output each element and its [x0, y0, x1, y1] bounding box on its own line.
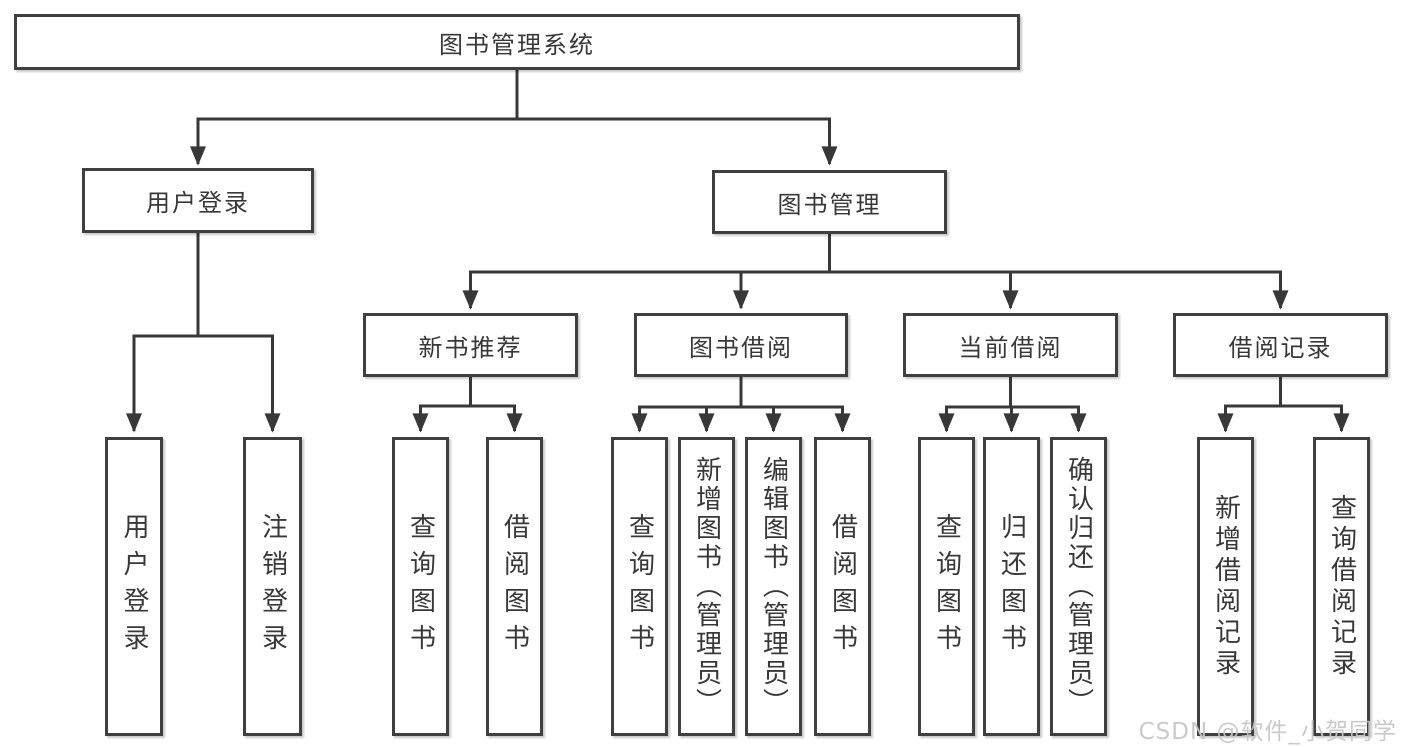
leaf-user-login: 用户登录	[105, 437, 163, 736]
node-user-login: 用户登录	[82, 168, 314, 233]
leaf-return-books: 归还图书	[983, 437, 1040, 736]
leaf-add-book-admin-label: 新增图书（管理员）	[691, 456, 722, 717]
node-new-book-recommend: 新书推荐	[363, 313, 578, 377]
leaf-borrow-books-recommend-label: 借阅图书	[499, 512, 530, 661]
leaf-add-borrow-record-label: 新增借阅记录	[1210, 493, 1241, 680]
node-root: 图书管理系统	[14, 14, 1020, 70]
leaf-query-books-borrowing: 查询图书	[611, 437, 668, 736]
leaf-borrow-books-borrowing: 借阅图书	[814, 437, 871, 736]
leaf-borrow-books-borrowing-label: 借阅图书	[827, 512, 858, 661]
leaf-edit-book-admin: 编辑图书（管理员）	[745, 437, 802, 736]
node-book-borrowing: 图书借阅	[634, 313, 848, 377]
watermark: CSDN @软件_小贺同学	[1138, 719, 1397, 745]
leaf-query-borrow-record: 查询借阅记录	[1313, 437, 1370, 736]
leaf-confirm-return-admin: 确认归还（管理员）	[1050, 437, 1107, 736]
leaf-edit-book-admin-label: 编辑图书（管理员）	[758, 456, 789, 717]
node-new-book-recommend-label: 新书推荐	[418, 333, 523, 362]
node-current-borrowing: 当前借阅	[903, 313, 1118, 377]
leaf-borrow-books-recommend: 借阅图书	[486, 437, 543, 736]
node-user-login-label: 用户登录	[146, 189, 250, 217]
leaf-user-login-label: 用户登录	[119, 512, 149, 661]
leaf-query-books-current-label: 查询图书	[931, 512, 962, 661]
node-book-management: 图书管理	[712, 170, 947, 234]
node-root-label: 图书管理系统	[439, 30, 595, 59]
leaf-return-books-label: 归还图书	[996, 512, 1027, 661]
leaf-add-borrow-record: 新增借阅记录	[1197, 437, 1254, 736]
leaf-query-books-recommend: 查询图书	[392, 437, 449, 736]
leaf-confirm-return-admin-label: 确认归还（管理员）	[1063, 456, 1094, 717]
node-book-borrowing-label: 图书借阅	[689, 333, 793, 362]
leaf-add-book-admin: 新增图书（管理员）	[678, 437, 735, 736]
leaf-query-books-recommend-label: 查询图书	[405, 512, 436, 661]
node-current-borrowing-label: 当前借阅	[958, 333, 1063, 362]
leaf-query-books-current: 查询图书	[918, 437, 975, 736]
leaf-logout-label: 注销登录	[257, 512, 288, 661]
node-borrow-records: 借阅记录	[1173, 313, 1388, 377]
connector-trunks	[132, 68, 1343, 409]
leaf-logout: 注销登录	[243, 437, 302, 736]
node-book-management-label: 图书管理	[777, 190, 882, 219]
leaf-query-borrow-record-label: 查询借阅记录	[1326, 493, 1357, 680]
leaf-query-books-borrowing-label: 查询图书	[624, 512, 655, 661]
node-borrow-records-label: 借阅记录	[1228, 333, 1333, 362]
